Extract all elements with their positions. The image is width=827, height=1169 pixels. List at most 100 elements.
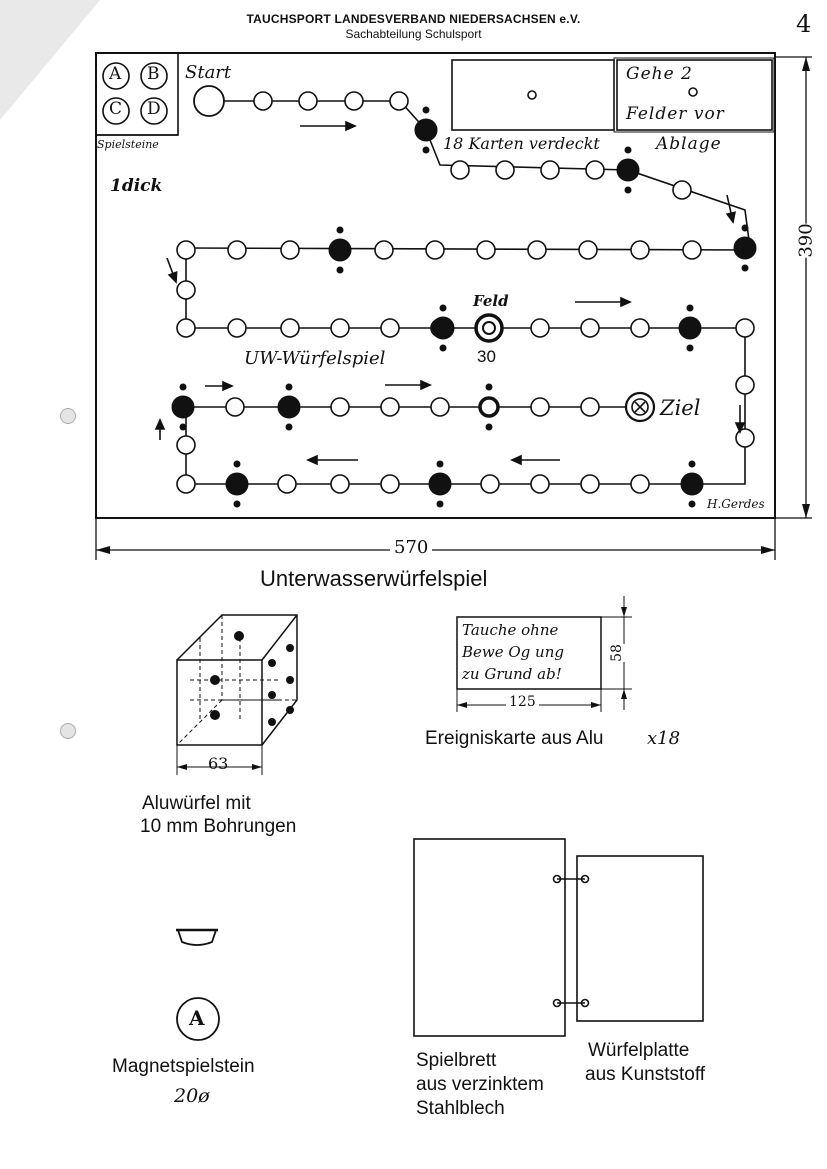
cube-pip bbox=[268, 659, 276, 667]
spielsteine-label: Spielsteine bbox=[97, 138, 159, 151]
special-field bbox=[428, 472, 452, 496]
piece-a-circle bbox=[102, 62, 130, 90]
track-field bbox=[735, 375, 755, 395]
track-field bbox=[344, 91, 364, 111]
cube-caption-2: 10 mm Bohrungen bbox=[140, 816, 297, 837]
magnet-marker-ablage bbox=[688, 87, 698, 97]
spielbrett-caption-1: Spielbrett bbox=[416, 1050, 497, 1071]
ziel-label: Ziel bbox=[660, 396, 701, 420]
track-field bbox=[480, 474, 500, 494]
track-field bbox=[330, 318, 350, 338]
direction-arrowhead bbox=[510, 454, 522, 466]
gehe-label: Gehe 2 bbox=[626, 64, 693, 84]
track-field bbox=[630, 318, 650, 338]
field-dot bbox=[285, 423, 293, 431]
track-field bbox=[374, 240, 394, 260]
cube-pips bbox=[177, 631, 294, 770]
karten-label: 18 Karten verdeckt bbox=[443, 134, 600, 153]
card-count: x18 bbox=[647, 728, 681, 749]
track-field bbox=[580, 318, 600, 338]
track-field bbox=[280, 318, 300, 338]
cube-dim-arrow-right bbox=[252, 764, 262, 770]
spielbrett-caption-2: aus verzinktem bbox=[416, 1074, 544, 1095]
magnet-side-view bbox=[176, 929, 218, 946]
field-dot bbox=[439, 344, 447, 352]
track-field bbox=[527, 240, 547, 260]
direction-arrowhead bbox=[734, 422, 746, 434]
direction-arrowhead bbox=[725, 211, 736, 224]
feld-number: 30 bbox=[477, 347, 496, 366]
author-label: H.Gerdes bbox=[707, 497, 765, 511]
magnet-top-view bbox=[176, 997, 220, 1041]
dim-arrow-top bbox=[802, 57, 810, 71]
track-field bbox=[672, 180, 692, 200]
field-dot bbox=[686, 304, 694, 312]
magnet-marker-karten bbox=[527, 90, 537, 100]
field-dot bbox=[624, 146, 632, 154]
direction-arrowhead bbox=[620, 296, 632, 308]
track-field bbox=[530, 397, 550, 417]
card-text-3: zu Grund ab! bbox=[462, 665, 562, 683]
field-dot bbox=[422, 106, 430, 114]
direction-arrowhead bbox=[222, 380, 234, 392]
dim-width-label: 570 bbox=[390, 537, 433, 558]
feld-30-inner bbox=[482, 321, 496, 335]
board-outline bbox=[95, 52, 776, 519]
ziel-cross bbox=[634, 401, 646, 413]
page-number: 4 bbox=[796, 10, 812, 38]
field-dot bbox=[485, 423, 493, 431]
uw-label: UW-Würfelspiel bbox=[244, 348, 386, 369]
cube-dim-label: 63 bbox=[208, 754, 229, 773]
feld-label: Feld bbox=[473, 292, 509, 310]
cube-front-face bbox=[176, 659, 263, 746]
punch-hole-top bbox=[60, 408, 76, 424]
dick-label: 1dick bbox=[110, 176, 163, 196]
magnet-letter: A bbox=[189, 1006, 205, 1030]
karten-box bbox=[451, 59, 615, 131]
card-text-2: Bewe Og ung bbox=[462, 643, 564, 661]
track-field bbox=[578, 240, 598, 260]
felder-vor-label: Felder vor bbox=[626, 104, 725, 124]
field-dot bbox=[485, 383, 493, 391]
event-card-outline bbox=[456, 616, 602, 690]
track-field bbox=[580, 397, 600, 417]
track-field bbox=[450, 160, 470, 180]
track-field bbox=[476, 240, 496, 260]
direction-arrowhead bbox=[154, 418, 166, 430]
piece-c-circle bbox=[102, 97, 130, 125]
hinge-pin bbox=[580, 998, 590, 1008]
track-field bbox=[495, 160, 515, 180]
track-field bbox=[540, 160, 560, 180]
piece-d-circle bbox=[140, 97, 168, 125]
spielbrett-plate bbox=[413, 838, 566, 1037]
header-title: TAUCHSPORT LANDESVERBAND NIEDERSACHSEN e… bbox=[246, 12, 581, 26]
plates-drawing bbox=[413, 838, 704, 1037]
wuerfelplatte-caption-2: aus Kunststoff bbox=[585, 1064, 706, 1085]
track-field bbox=[425, 240, 445, 260]
dim-arrow-bottom bbox=[802, 504, 810, 518]
piece-b-circle bbox=[140, 62, 168, 90]
card-dim-arrow bbox=[457, 702, 467, 708]
hinge-pin bbox=[580, 874, 590, 884]
track-field bbox=[580, 474, 600, 494]
direction-arrowhead bbox=[167, 270, 178, 284]
card-dim-arrow bbox=[621, 607, 627, 617]
ring-field bbox=[478, 396, 500, 418]
track-field bbox=[176, 435, 196, 455]
board-title: Unterwasserwürfelspiel bbox=[260, 566, 488, 591]
card-caption: Ereigniskarte aus Alu bbox=[425, 728, 604, 749]
track-field bbox=[227, 318, 247, 338]
card-dim-w-label: 125 bbox=[506, 694, 539, 710]
dim-arrow-left bbox=[96, 546, 110, 554]
track-field bbox=[253, 91, 273, 111]
cube-pip bbox=[268, 691, 276, 699]
field-dot bbox=[688, 460, 696, 468]
cube-pip bbox=[210, 710, 220, 720]
cube-pip bbox=[234, 631, 244, 641]
cube-pip bbox=[286, 706, 294, 714]
field-dot bbox=[741, 224, 749, 232]
field-dot bbox=[422, 146, 430, 154]
special-field bbox=[680, 472, 704, 496]
field-dot bbox=[336, 266, 344, 274]
card-dim-arrow bbox=[621, 689, 627, 699]
